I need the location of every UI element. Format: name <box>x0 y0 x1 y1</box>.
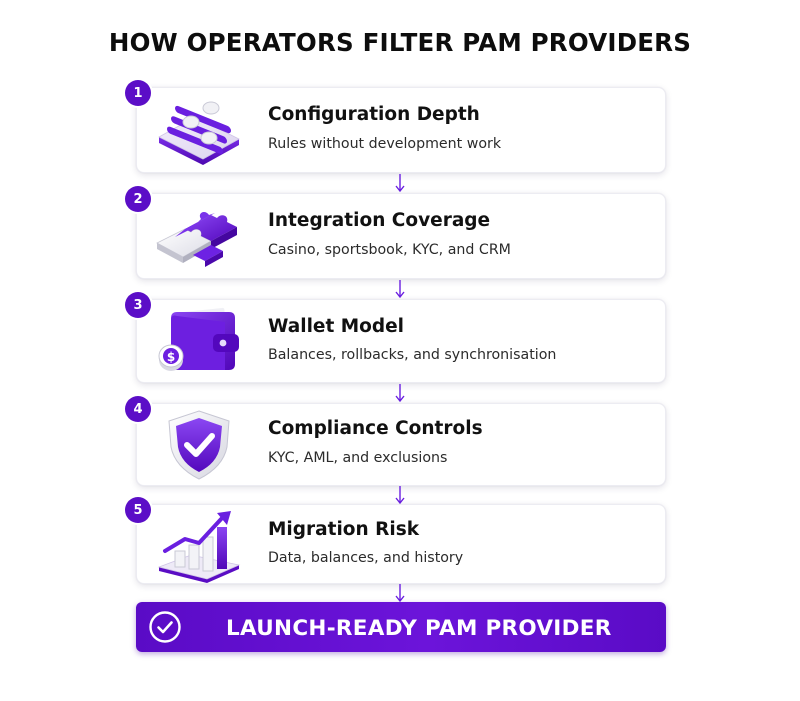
wallet-icon: $ <box>151 304 246 380</box>
step-card-configuration-depth: 1 Configuration Depth Rules without deve… <box>125 80 666 173</box>
step-description: Balances, rollbacks, and synchronisation <box>268 347 557 363</box>
step-number-badge: 5 <box>125 497 151 523</box>
step-heading: Configuration Depth <box>268 104 480 125</box>
step-card-wallet-model: 3 $ Wallet Model Balances, rollbacks, an… <box>125 292 666 383</box>
check-circle-icon <box>148 610 182 644</box>
step-heading: Integration Coverage <box>268 210 491 231</box>
step-card-migration-risk: 5 Migration Risk Data, balances, and his… <box>125 497 666 584</box>
step-description: Casino, sportsbook, KYC, and CRM <box>268 242 511 258</box>
result-label: LAUNCH-READY PAM PROVIDER <box>226 616 612 641</box>
step-number-badge: 3 <box>125 292 151 318</box>
growth-chart-icon <box>151 507 246 583</box>
step-card-compliance-controls: 4 Compliance Controls KYC, AML, and excl… <box>125 396 666 486</box>
svg-text:$: $ <box>167 350 175 364</box>
step-description: Data, balances, and history <box>268 550 464 566</box>
page-title: HOW OPERATORS FILTER PAM PROVIDERS <box>108 28 692 57</box>
step-heading: Wallet Model <box>268 316 404 337</box>
flow-arrow <box>393 584 407 603</box>
step-card-integration-coverage: 2 Integration Coverage Casino, sportsboo… <box>125 186 666 279</box>
flow-arrow <box>393 486 407 505</box>
flow-arrow <box>393 384 407 403</box>
step-description: Rules without development work <box>268 136 502 152</box>
step-number-badge: 2 <box>125 186 151 212</box>
step-number-badge: 1 <box>125 80 151 106</box>
shield-check-icon <box>151 407 246 483</box>
puzzle-icon <box>151 199 246 275</box>
sliders-icon <box>151 93 246 169</box>
step-heading: Migration Risk <box>268 519 420 540</box>
flow-arrow <box>393 174 407 193</box>
result-banner: LAUNCH-READY PAM PROVIDER <box>136 602 666 652</box>
step-number-badge: 4 <box>125 396 151 422</box>
step-heading: Compliance Controls <box>268 418 483 439</box>
flow-arrow <box>393 280 407 299</box>
step-description: KYC, AML, and exclusions <box>268 450 448 466</box>
